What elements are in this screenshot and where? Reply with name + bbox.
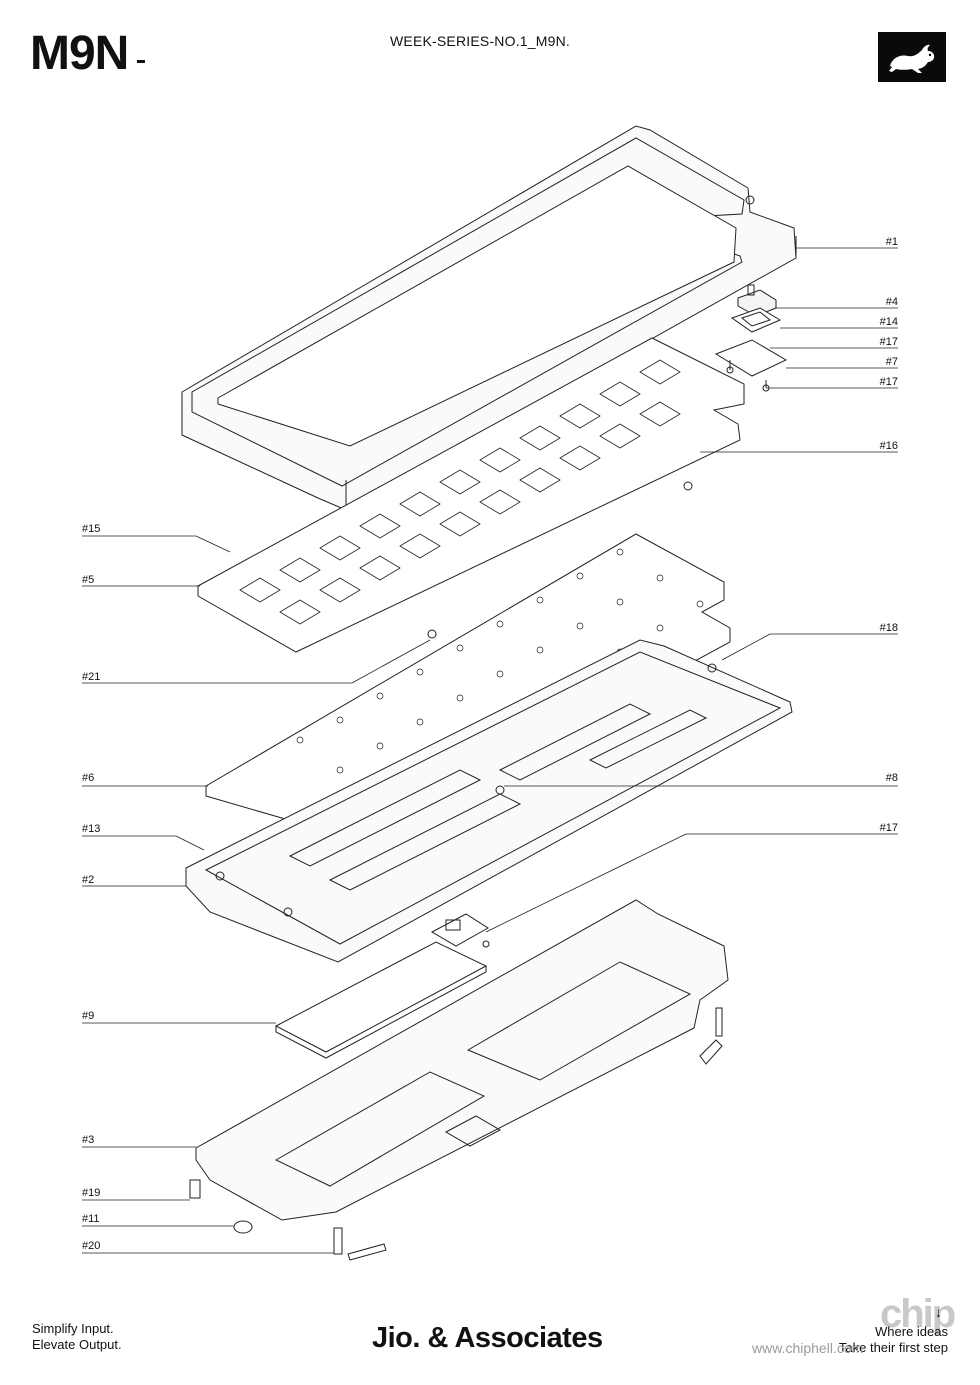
- slogan-left: Simplify Input. Elevate Output.: [32, 1321, 122, 1353]
- callout-left-5: #5: [82, 574, 95, 586]
- slogan-right-line-2: Take their first step: [838, 1340, 948, 1355]
- callout-right-16: #16: [879, 440, 898, 452]
- slogan-right: Where ideas Take their first step: [839, 1324, 948, 1356]
- callout-left-13: #13: [82, 823, 101, 835]
- part-switch-assembly: [714, 284, 788, 392]
- callout-right-8: #8: [885, 772, 898, 784]
- leader-lines-right: [485, 247, 898, 933]
- slogan-right-line-1: Where ideas: [875, 1324, 948, 1339]
- brand-title: M9N: [30, 27, 129, 80]
- rabbit-logo: [878, 32, 946, 82]
- part-top-case: [181, 125, 797, 511]
- callout-right-17a: #17: [879, 336, 898, 348]
- callout-left-15: #15: [82, 523, 101, 535]
- callout-right-14: #14: [879, 316, 898, 328]
- down-arrow-icon: ↓: [935, 1304, 942, 1320]
- part-daughterboard: [430, 913, 490, 948]
- callout-left-6: #6: [82, 772, 95, 784]
- rabbit-icon: [889, 44, 935, 73]
- callout-left-9: #9: [82, 1010, 95, 1022]
- callout-left-11: #11: [82, 1213, 100, 1225]
- series-title: WEEK-SERIES-NO.1_M9N.: [390, 33, 571, 49]
- leader-lines-left: [82, 535, 431, 1254]
- brand-dash: [137, 60, 145, 63]
- callout-left-21: #21: [82, 671, 101, 683]
- slogan-left-line-1: Simplify Input.: [32, 1321, 114, 1336]
- callout-left-3: #3: [82, 1134, 95, 1146]
- slogan-left-line-2: Elevate Output.: [32, 1337, 122, 1352]
- callout-right-18: #18: [879, 622, 898, 634]
- callout-right-4: #4: [885, 296, 898, 308]
- callout-left-19: #19: [82, 1187, 101, 1199]
- watermark-url: www.chiphell.com: [752, 1340, 864, 1356]
- part-middle-case: [185, 639, 793, 963]
- part-battery: [274, 941, 488, 1059]
- callout-right-1: #1: [885, 236, 898, 248]
- callout-left-20: #20: [82, 1240, 101, 1252]
- part-plate: [197, 337, 745, 653]
- callout-left-2: #2: [82, 874, 95, 886]
- callout-right-17b: #17: [879, 376, 898, 388]
- part-bottom-case: [195, 899, 729, 1221]
- part-screws: [189, 481, 723, 1261]
- watermark-logo: chip: [880, 1292, 956, 1336]
- callout-right-7: #7: [885, 356, 898, 368]
- callout-right-17c: #17: [879, 822, 898, 834]
- studio-name: Jio. & Associates: [372, 1322, 603, 1354]
